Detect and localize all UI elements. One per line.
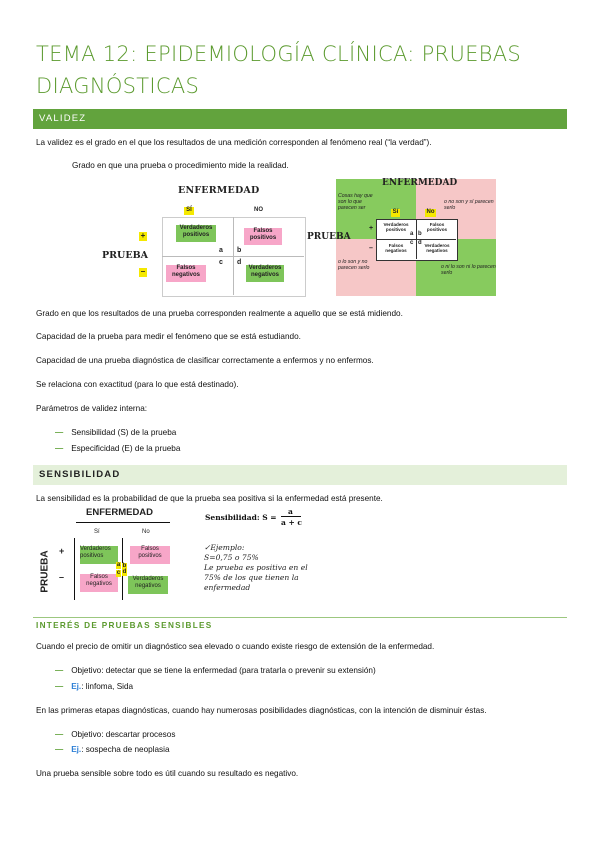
- formula-label: Sensibilidad: S =: [205, 513, 277, 522]
- sensibilidad-intro: La sensibilidad es la probabilidad de qu…: [36, 494, 383, 503]
- interes-p2: En las primeras etapas diagnósticas, cua…: [36, 706, 487, 715]
- validez-line-1: Grado en que los resultados de una prueb…: [36, 309, 403, 318]
- list-item: —Ej.: sospecha de neoplasia: [55, 745, 170, 754]
- si-label: Sí: [391, 209, 400, 217]
- formula-numerator: a: [288, 507, 293, 516]
- list-item: —Objetivo: descartar procesos: [55, 730, 176, 739]
- cell-b-label: b: [418, 231, 422, 237]
- cell-d-label: d: [237, 259, 242, 266]
- section-header-sensibilidad: SENSIBILIDAD: [33, 465, 567, 485]
- verdaderos-positivos-box: Verdaderos positivos: [176, 225, 216, 242]
- falsos-positivos-box: Falsos positivos: [130, 546, 170, 564]
- section-rule: [33, 617, 567, 618]
- ejemplo-line: 75% de los que tienen la: [204, 573, 299, 582]
- quadrant-1-text: Cosas hay que son lo que parecen ser: [338, 193, 373, 211]
- ejemplo-block: ✓Ejemplo: S=0,75 o 75% Le prueba es posi…: [204, 543, 344, 593]
- prueba-label: PRUEBA: [102, 250, 148, 261]
- minus-label: –: [59, 572, 65, 582]
- cell-b-label: b: [122, 563, 127, 570]
- cell-c-label: c: [410, 240, 414, 246]
- no-label: No: [142, 529, 150, 535]
- dash-bullet: —: [55, 666, 64, 675]
- si-label: Sí: [94, 529, 100, 535]
- list-item: —Ej.: linfoma, Sida: [55, 682, 134, 691]
- section-header-validez: VALIDEZ: [33, 109, 567, 129]
- si-label: SÍ: [184, 207, 194, 215]
- falsos-positivos-box: Falsos positivos: [426, 222, 448, 232]
- inner-vline: [416, 219, 417, 259]
- dash-bullet: —: [55, 730, 64, 739]
- diagram-frame: [162, 217, 306, 297]
- prueba-label: PRUEBA: [307, 232, 351, 242]
- quadrant-2-text: o no son y sí parecen serlo: [444, 199, 494, 211]
- dash-bullet: —: [55, 428, 64, 437]
- enfermedad-label: ENFERMEDAD: [382, 178, 458, 188]
- falsos-negativos-box: Falsos negativos: [166, 265, 206, 282]
- quadrant-4-text: o ni lo son ni lo parecen serlo: [441, 264, 496, 276]
- falsos-negativos-box: Falsos negativos: [80, 574, 118, 592]
- verdaderos-positivos-box: Verdaderos positivos: [383, 222, 409, 232]
- ejemplo-line: Le prueba es positiva en el: [204, 563, 308, 572]
- plus-label: +: [59, 546, 65, 556]
- verdaderos-negativos-box: Verdaderos negativos: [246, 265, 284, 282]
- no-label: NO: [254, 207, 263, 213]
- list-item: —Sensibilidad (S) de la prueba: [55, 428, 177, 437]
- subsection-header-interes: INTERÉS DE PRUEBAS SENSIBLES: [36, 621, 213, 630]
- cell-d-label: d: [122, 569, 127, 576]
- ejemplo-line: enfermedad: [204, 583, 251, 592]
- cell-a-label: a: [410, 231, 414, 237]
- ejemplo-line: S=0,75 o 75%: [204, 553, 259, 562]
- cell-c-label: c: [116, 570, 121, 577]
- validity-diagram-1: ENFERMEDAD SÍ NO PRUEBA + – Verdaderos p…: [96, 185, 306, 297]
- validez-line-2: Capacidad de la prueba para medir el fen…: [36, 332, 301, 341]
- fraction-bar: [281, 516, 301, 517]
- validez-grado: Grado en que una prueba o procedimiento …: [72, 161, 289, 170]
- left-rule: [74, 538, 75, 600]
- interes-p3: Una prueba sensible sobre todo es útil c…: [36, 769, 299, 778]
- inner-table: [376, 219, 458, 261]
- header-rule: [76, 522, 170, 523]
- prueba-vertical: PRUEBA: [38, 548, 51, 596]
- verdaderos-negativos-box: Verdaderos negativos: [424, 243, 450, 253]
- sensitivity-formula: Sensibilidad: S = a a + c: [205, 507, 315, 531]
- sensitivity-diagram: ENFERMEDAD Sí No PRUEBA + – Verdaderos p…: [36, 508, 206, 603]
- formula-denominator: a + c: [281, 518, 302, 527]
- falsos-positivos-box: Falsos positivos: [244, 228, 282, 245]
- enfermedad-label: ENFERMEDAD: [86, 507, 154, 518]
- cell-d-label: d: [418, 240, 422, 246]
- cell-a-label: a: [219, 247, 223, 254]
- validez-line-4: Se relaciona con exactitud (para lo que …: [36, 380, 239, 389]
- minus-label: –: [369, 245, 373, 252]
- interes-p1: Cuando el precio de omitir un diagnóstic…: [36, 642, 435, 651]
- cell-b-label: b: [237, 247, 242, 254]
- falsos-negativos-box: Falsos negativos: [385, 243, 407, 253]
- ejemplo-line: ✓Ejemplo:: [204, 543, 245, 552]
- frame-vline: [233, 217, 234, 295]
- validez-intro: La validez es el grado en el que los res…: [36, 138, 432, 147]
- list-item: —Especificidad (E) de la prueba: [55, 444, 181, 453]
- cell-a-label: a: [116, 562, 121, 569]
- validity-diagram-2: ENFERMEDAD Cosas hay que son lo que pare…: [306, 179, 496, 296]
- quadrant-3-text: o lo son y no parecen serlo: [338, 259, 370, 271]
- plus-label: +: [369, 225, 374, 232]
- validez-line-5: Parámetros de validez interna:: [36, 404, 148, 413]
- validez-line-3: Capacidad de una prueba diagnóstica de c…: [36, 356, 374, 365]
- list-item: —Objetivo: detectar que se tiene la enfe…: [55, 666, 376, 675]
- dash-bullet: —: [55, 745, 64, 754]
- verdaderos-negativos-box: Verdaderos negativos: [128, 576, 168, 594]
- enfermedad-label: ENFERMEDAD: [178, 185, 260, 196]
- prueba-label: PRUEBA: [39, 550, 51, 593]
- verdaderos-positivos-box: Verdaderos positivos: [80, 546, 118, 564]
- plus-label: +: [139, 231, 147, 241]
- dash-bullet: —: [55, 444, 64, 453]
- cell-c-label: c: [219, 259, 223, 266]
- page-title: TEMA 12: EPIDEMIOLOGÍA CLÍNICA: PRUEBAS …: [36, 42, 522, 98]
- minus-label: –: [139, 267, 147, 277]
- dash-bullet: —: [55, 682, 64, 691]
- no-label: No: [425, 209, 436, 217]
